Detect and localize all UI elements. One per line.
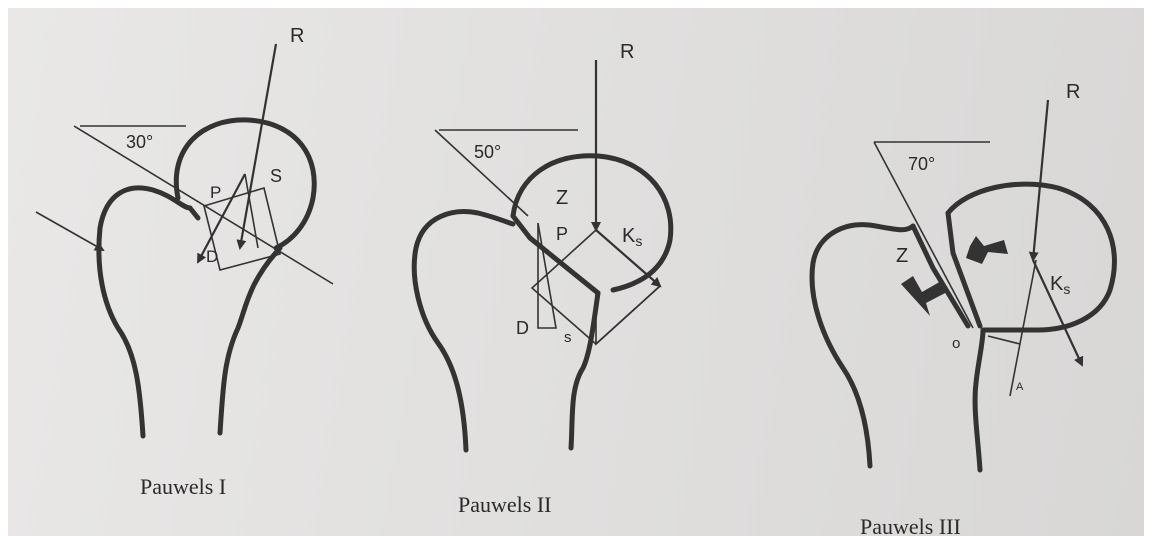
pauwels-2-label-d: D: [516, 318, 529, 338]
pauwels-3-label-ks: Ks: [1050, 273, 1070, 297]
pauwels-2-force-triangle: [537, 222, 557, 329]
pauwels-3-label-z: Z: [896, 245, 908, 267]
pauwels-1-vector-s: [244, 173, 259, 249]
pauwels-3-figure: R 70° Z Ks o A Pauwels III: [809, 81, 1117, 536]
pauwels-1-arrow-side: [35, 211, 105, 251]
pauwels-2-femur-outline: [411, 209, 516, 453]
pauwels-3-caption: Pauwels III: [860, 514, 961, 536]
pauwels-1-label-s: S: [270, 166, 282, 186]
pauwels-2-fracture-line: [434, 129, 529, 217]
pauwels-2-fracture-edge: [510, 213, 601, 296]
pauwels-3-femur-outline: [809, 222, 916, 469]
pauwels-diagram: R 30° S P D Pauwels I R 50° Z P Ks D s P…: [35, 25, 1117, 536]
pauwels-1-figure: R 30° S P D Pauwels I: [35, 25, 334, 499]
pauwels-1-caption: Pauwels I: [140, 474, 226, 499]
pauwels-1-arrow-r: [236, 43, 278, 250]
pauwels-3-tangent: [987, 335, 1021, 345]
pauwels-2-shaft-medial: [568, 290, 601, 451]
pauwels-3-label-ks-main: K: [1050, 273, 1064, 295]
pauwels-3-arrow-r: [1028, 99, 1050, 262]
pauwels-3-angle-label: 70°: [908, 154, 935, 174]
pauwels-3-arrow-ks: [1032, 259, 1084, 367]
pauwels-3-neck-fragment: [910, 223, 971, 329]
pauwels-2-femoral-head: [510, 153, 674, 293]
pauwels-2-label-p: P: [556, 224, 568, 244]
pauwels-2-force-lower: [595, 285, 661, 346]
pauwels-1-label-p: P: [210, 183, 221, 202]
pauwels-2-label-r: R: [620, 41, 634, 63]
pauwels-3-label-o: o: [952, 335, 960, 352]
pauwels-2-caption: Pauwels II: [458, 492, 551, 517]
pauwels-1-label-r: R: [290, 25, 304, 47]
pauwels-3-bold-arrow-z: [901, 276, 949, 316]
pauwels-3-axis-a: [1009, 259, 1037, 397]
pauwels-2-label-z: Z: [556, 187, 568, 209]
pauwels-1-neck-lower: [187, 205, 201, 221]
pauwels-2-label-ks-sub: s: [635, 233, 642, 249]
pauwels-2-label-ks-main: K: [622, 225, 636, 247]
pauwels-3-shaft-medial: [972, 327, 986, 473]
pauwels-3-label-a: A: [1016, 381, 1024, 393]
pauwels-1-force-parallelogram: [203, 186, 281, 271]
pauwels-2-label-ks: Ks: [622, 225, 642, 249]
pauwels-3-head-medial-edge: [945, 210, 983, 329]
pauwels-2-angle-label: 50°: [474, 142, 501, 162]
pauwels-2-figure: R 50° Z P Ks D s Pauwels II: [411, 41, 674, 517]
figure-page: R 30° S P D Pauwels I R 50° Z P Ks D s P…: [8, 8, 1144, 536]
pauwels-2-label-s: s: [564, 329, 572, 346]
pauwels-3-bold-arrow-push: [966, 236, 1008, 264]
pauwels-3-label-r: R: [1066, 81, 1080, 103]
pauwels-1-shaft-medial: [217, 245, 283, 436]
pauwels-1-label-d: D: [206, 247, 218, 266]
pauwels-1-femoral-head: [173, 117, 317, 251]
pauwels-3-label-ks-sub: s: [1063, 281, 1070, 297]
pauwels-1-femur-outline: [96, 185, 193, 439]
pauwels-1-arrow-d: [197, 173, 246, 264]
pauwels-1-fracture-line: [73, 125, 334, 285]
pauwels-3-femoral-head: [945, 181, 1117, 333]
pauwels-1-angle-label: 30°: [126, 132, 153, 152]
pauwels-3-fracture-line: [873, 141, 974, 329]
